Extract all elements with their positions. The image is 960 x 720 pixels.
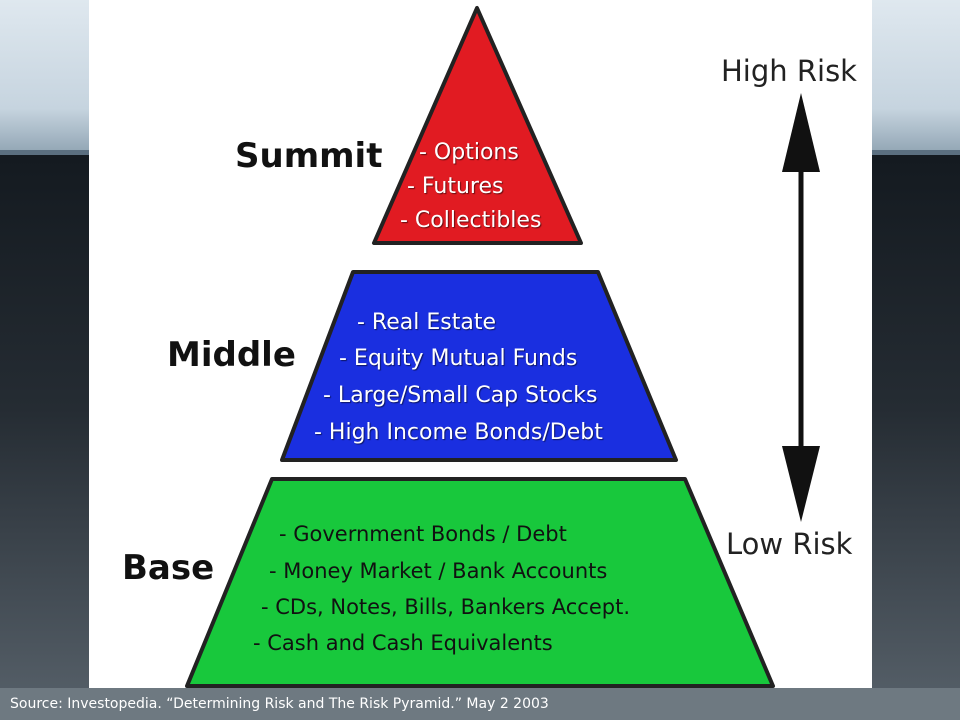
source-citation: Source: Investopedia. “Determining Risk … xyxy=(10,696,549,712)
base-item: - Cash and Cash Equivalents xyxy=(253,631,553,655)
base-tier xyxy=(185,477,775,688)
middle-item: - Real Estate xyxy=(357,310,496,335)
summit-item: - Options xyxy=(419,140,519,165)
risk-pyramid-figure: Summit Middle Base High Risk Low Risk - … xyxy=(89,0,872,688)
summit-item: - Futures xyxy=(407,174,504,199)
low-risk-label: Low Risk xyxy=(726,527,853,561)
base-item: - Government Bonds / Debt xyxy=(279,522,567,546)
middle-tier xyxy=(280,270,678,462)
source-footer: Source: Investopedia. “Determining Risk … xyxy=(0,688,960,720)
base-item: - CDs, Notes, Bills, Bankers Accept. xyxy=(261,595,630,619)
risk-pyramid-svg xyxy=(185,6,820,688)
summit-item: - Collectibles xyxy=(400,208,542,233)
middle-item: - High Income Bonds/Debt xyxy=(314,420,603,445)
risk-arrow-down-head xyxy=(782,446,820,522)
middle-item: - Large/Small Cap Stocks xyxy=(323,383,598,408)
base-label: Base xyxy=(122,548,215,588)
base-item: - Money Market / Bank Accounts xyxy=(269,559,608,583)
risk-arrow-up-head xyxy=(782,93,820,172)
high-risk-label: High Risk xyxy=(721,54,857,88)
summit-label: Summit xyxy=(235,136,383,176)
middle-item: - Equity Mutual Funds xyxy=(339,346,578,371)
middle-label: Middle xyxy=(167,335,296,375)
summit-tier xyxy=(372,6,583,245)
